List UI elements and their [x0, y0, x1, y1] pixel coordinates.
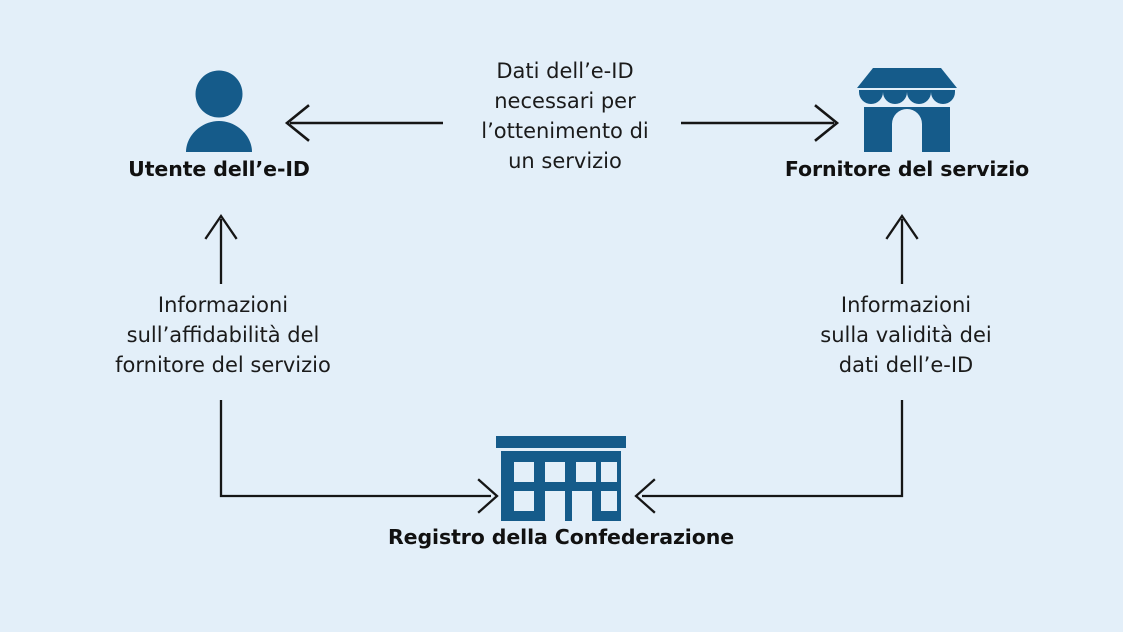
arrow-registry-to-provider — [885, 213, 919, 284]
arrow-registry-to-user — [204, 213, 238, 284]
government-building-icon — [496, 436, 626, 521]
node-provider-label: Fornitore del servizio — [784, 157, 1030, 181]
node-user-label: Utente dell’e-ID — [128, 157, 310, 181]
person-icon — [186, 70, 252, 152]
node-registry: Registro della Confederazione — [346, 430, 776, 549]
edge-label-right: Informazioni sulla validità dei dati del… — [820, 293, 992, 377]
edge-label-left: Informazioni sull’affidabilità del forni… — [115, 293, 331, 377]
shop-icon — [857, 68, 957, 152]
node-registry-label: Registro della Confederazione — [387, 525, 735, 549]
edge-label-top: Dati dell’e-ID necessari per l’ottenimen… — [481, 59, 649, 173]
node-user: Utente dell’e-ID — [99, 62, 339, 181]
node-provider: Fornitore del servizio — [762, 62, 1052, 181]
